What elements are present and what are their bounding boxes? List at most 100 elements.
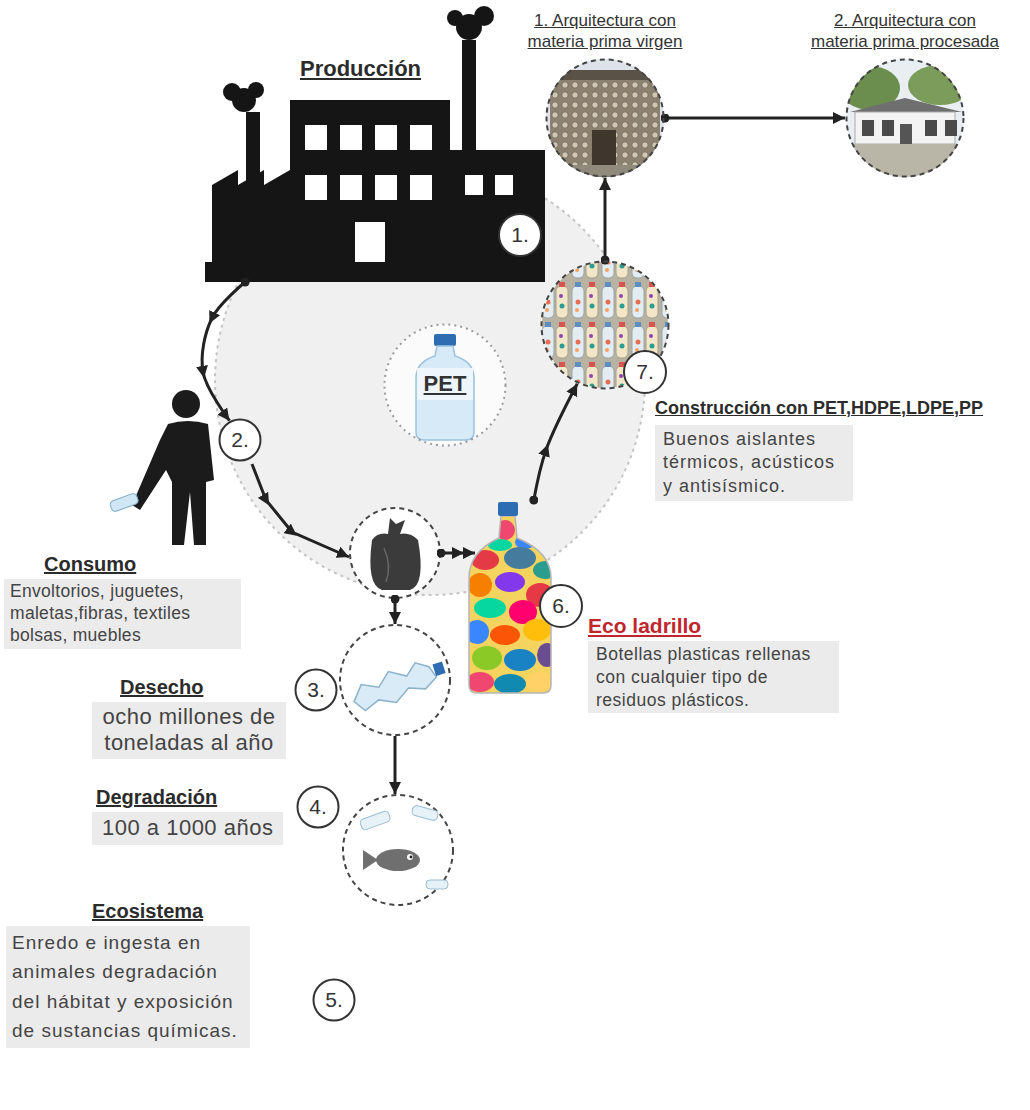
center-circle: PET [383, 323, 507, 447]
fish-pupil [410, 856, 413, 859]
node-outline [845, 58, 965, 178]
consumer-figure [109, 390, 214, 545]
plastic-piece [495, 572, 525, 592]
plastic-piece [490, 625, 520, 645]
picture-circle [350, 508, 440, 598]
window [465, 175, 483, 195]
photo-caption: 2. Arquitectura con materia prima proces… [807, 11, 1003, 52]
window [305, 125, 327, 150]
node-outline [545, 58, 665, 178]
factory-node: Producción1. [205, 0, 545, 282]
plastic-piece [533, 561, 557, 579]
step-number: 6. [539, 584, 583, 628]
ecobrick-node: 6. [465, 500, 555, 695]
roof [850, 98, 962, 112]
smoke [223, 83, 241, 101]
plastic-piece [495, 520, 515, 540]
smoke [474, 6, 494, 26]
window [305, 175, 327, 200]
window [375, 125, 397, 150]
crushed-bottle [348, 655, 449, 715]
window [340, 175, 362, 200]
plastic-piece [537, 643, 557, 667]
info-panel: Degradación 100 a 1000 años [92, 786, 283, 845]
bottle-cap [498, 502, 518, 516]
flow-arrow [394, 736, 397, 794]
photo-circle: 2. Arquitectura con materia prima proces… [845, 58, 965, 178]
window [495, 175, 513, 195]
plastic-piece [504, 547, 536, 569]
held-bottle [109, 493, 139, 513]
picture-circle [343, 795, 453, 905]
step-badge: 4. [296, 785, 340, 829]
step-number: 1. [498, 213, 542, 257]
factory-building [290, 100, 450, 262]
flow-arrow [534, 384, 577, 500]
factory-silhouette [205, 6, 545, 282]
step-badge: 3. [294, 668, 338, 712]
step-number: 7. [623, 350, 667, 394]
step-badge: 2. [218, 418, 262, 462]
photo-caption: 1. Arquitectura con materia prima virgen [507, 11, 703, 52]
trash-bag [370, 518, 420, 590]
ground [845, 144, 965, 178]
bottle-cap [432, 661, 445, 676]
flow-arrow [394, 599, 397, 624]
section-title: Ecosistema [92, 900, 250, 923]
picture-circle [340, 625, 450, 735]
factory-ground [205, 262, 545, 282]
chimney [462, 40, 476, 150]
step-number: 3. [294, 668, 338, 712]
section-title: Degradación [96, 786, 283, 809]
window [925, 120, 937, 136]
bottle-body [348, 658, 440, 715]
plastic-piece [468, 573, 492, 597]
window [410, 125, 432, 150]
window [945, 120, 957, 136]
section-title: Eco ladrillo [588, 614, 839, 638]
description-box: 100 a 1000 años [92, 812, 283, 845]
fish-tail [363, 850, 378, 870]
node-border [847, 60, 964, 177]
bag-fold [384, 548, 389, 582]
step-badge: 5. [312, 978, 356, 1022]
building [855, 112, 955, 144]
sky [845, 58, 965, 178]
factory-shed [212, 170, 290, 262]
window [862, 120, 874, 136]
description-box: Botellas plasticas rellenas con cualquie… [588, 641, 839, 713]
step-number: 4. [296, 785, 340, 829]
node-border [547, 60, 664, 177]
description-box: Envoltorios, juguetes, maletas,fibras, t… [4, 579, 241, 649]
plastic-piece [488, 539, 512, 551]
flow-arrow [252, 464, 349, 557]
door [900, 124, 912, 144]
info-panel: ConsumoEnvoltorios, juguetes, maletas,fi… [4, 553, 241, 649]
flow-arrow [665, 117, 845, 120]
fish-eye [407, 854, 413, 860]
photo-circle: 7. [540, 260, 670, 390]
smoke [248, 82, 264, 98]
floating-bottle [411, 805, 439, 821]
center-ground [384, 324, 506, 446]
door [355, 222, 385, 262]
material-label: PET [383, 371, 507, 397]
smoke [447, 10, 463, 26]
fish [376, 849, 420, 871]
plastic-piece [494, 674, 526, 694]
plastic-piece [504, 649, 536, 671]
bottle-cap [434, 334, 456, 346]
tree [908, 65, 972, 105]
body [132, 421, 214, 545]
plastic-piece [471, 550, 499, 570]
sky [545, 58, 665, 178]
building-photo [840, 58, 972, 178]
bottle-wall [550, 78, 660, 178]
description-box: Buenos aislantes térmicos, acústicos y a… [655, 425, 853, 501]
photo-circle: 1. Arquitectura con materia prima virgen [545, 58, 665, 178]
info-panel: Desecho ocho millones de toneladas al año [92, 676, 286, 759]
window [375, 175, 397, 200]
description-box: ocho millones de toneladas al año [92, 702, 286, 759]
section-title: Desecho [120, 676, 286, 699]
